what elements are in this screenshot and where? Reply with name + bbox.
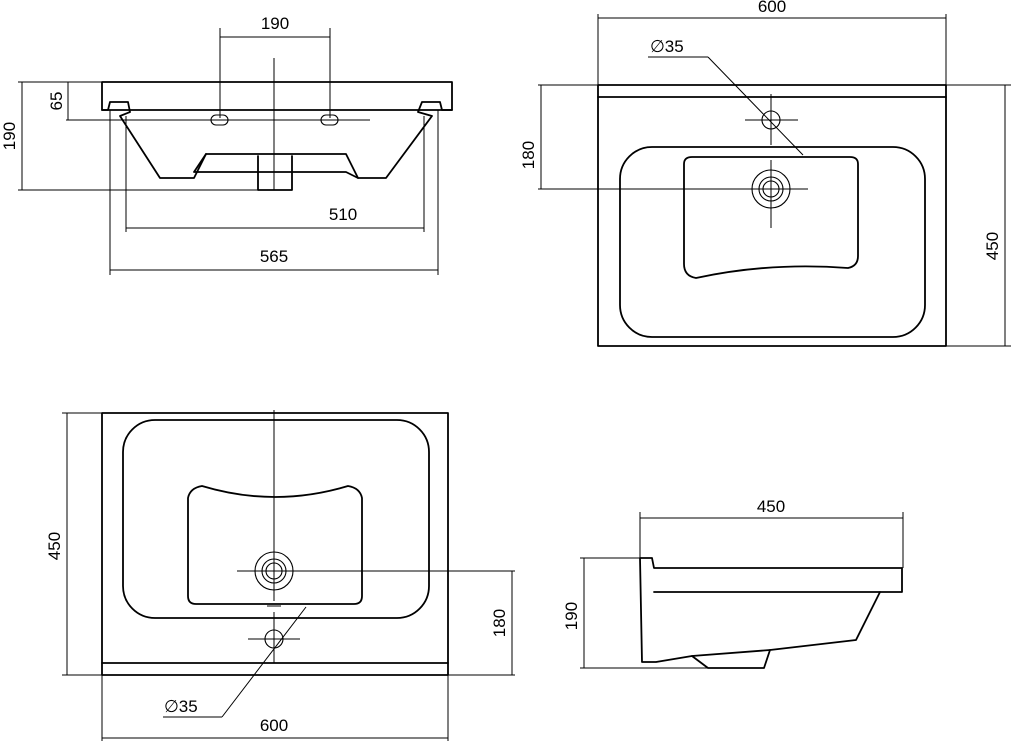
top-left-trough <box>187 485 363 605</box>
top-left-rim <box>101 412 449 676</box>
top-right-rim <box>597 84 947 347</box>
top-right-dim-right: 450 <box>983 232 1002 260</box>
side-dim-left: 190 <box>562 602 581 630</box>
top-right-dim-left: 180 <box>519 141 538 169</box>
side-dim-top: 450 <box>757 497 785 516</box>
top-view-right: 600 ∅35 180 450 <box>519 0 1011 347</box>
front-dim-left-height: 190 <box>0 122 19 150</box>
side-profile <box>639 557 903 669</box>
front-dim-top: 190 <box>261 14 289 33</box>
front-dim-left-small: 65 <box>47 92 66 111</box>
front-basin-outline <box>101 81 453 179</box>
top-left-bowl <box>122 419 430 619</box>
top-right-trough <box>683 156 859 279</box>
top-left-dim-left: 450 <box>45 532 64 560</box>
top-left-dim-bottom: 600 <box>260 716 288 735</box>
side-view: 450 190 <box>562 497 904 669</box>
top-view-left: ∅35 450 180 600 <box>45 410 515 741</box>
top-left-dim-right: 180 <box>490 609 509 637</box>
top-right-dim-width: 600 <box>758 0 786 16</box>
top-right-bowl <box>619 146 926 338</box>
front-view: 190 65 190 510 565 <box>0 14 453 275</box>
top-left-dim-hole: ∅35 <box>164 697 198 716</box>
top-right-dim-hole: ∅35 <box>650 37 684 56</box>
front-dim-inner-width: 510 <box>329 205 357 224</box>
front-dim-total-width: 565 <box>260 247 288 266</box>
